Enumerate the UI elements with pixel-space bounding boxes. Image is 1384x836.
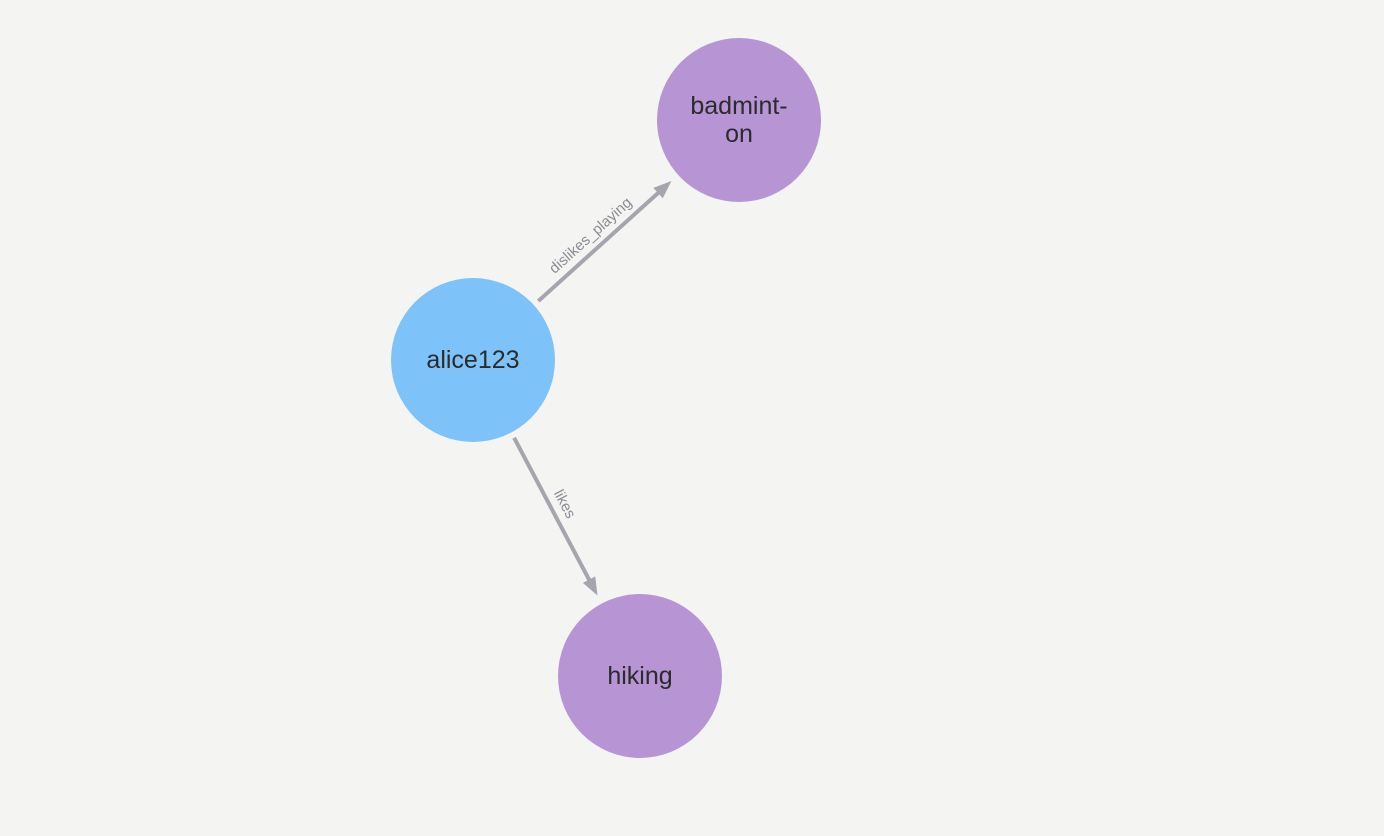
graph-node[interactable]: hiking xyxy=(558,594,722,758)
node-circle[interactable] xyxy=(657,38,821,202)
graph-node[interactable]: badmint-on xyxy=(657,38,821,202)
graph-edge[interactable]: likes xyxy=(512,436,598,596)
node-label: hiking xyxy=(607,662,672,690)
node-circle[interactable] xyxy=(558,594,722,758)
edge-arrowhead-icon xyxy=(653,180,672,199)
edge-line xyxy=(536,188,663,303)
edge-label: dislikes_playing xyxy=(546,194,635,277)
node-label: badmint-on xyxy=(690,92,787,148)
node-label: alice123 xyxy=(426,346,519,374)
edge-arrowhead-icon xyxy=(582,576,598,596)
graph-edge[interactable]: dislikes_playing xyxy=(536,180,672,303)
nodes-layer: alice123 badmint-on hiking xyxy=(391,38,821,758)
edge-line xyxy=(512,436,593,585)
graph-node[interactable]: alice123 xyxy=(391,278,555,442)
node-circle[interactable] xyxy=(391,278,555,442)
